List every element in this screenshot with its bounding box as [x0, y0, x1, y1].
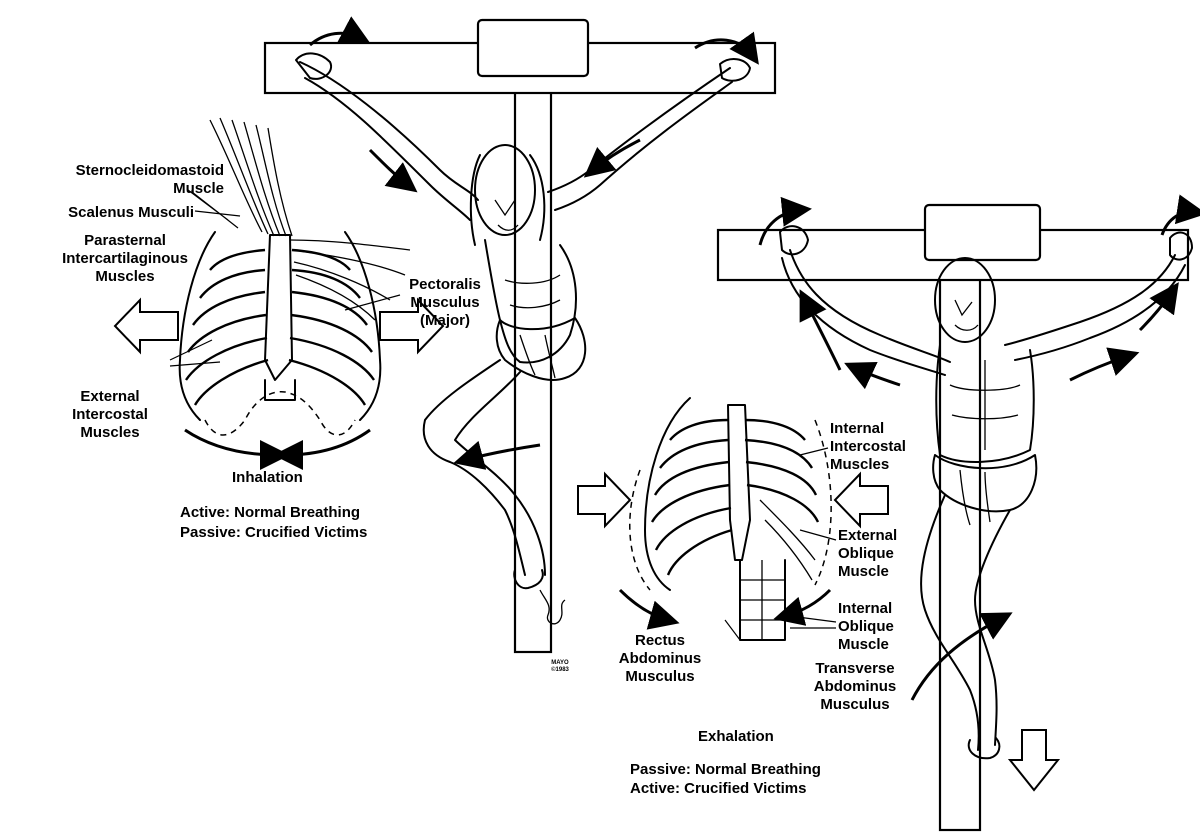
compress-left-arrow [577, 471, 632, 529]
down-arrow [1007, 729, 1061, 792]
center-figure [295, 16, 759, 625]
label-sternocleidomastoid-text: Sternocleidomastoid Muscle [75, 162, 224, 197]
label-internal-oblique: Internal Oblique Muscle [838, 600, 938, 654]
exhalation-line-2: Active: Crucified Victims [630, 780, 807, 797]
label-internal-intercostal-text: Internal Intercostal Muscles [830, 420, 906, 473]
label-scalenus-text: Scalenus Musculi [68, 204, 194, 221]
label-internal-oblique-text: Internal Oblique Muscle [838, 600, 894, 653]
expand-left-arrow [113, 297, 179, 355]
center-cross [263, 18, 777, 654]
label-pectoralis-text: Pectoralis Musculus (Major) [409, 276, 481, 329]
label-transverse: Transverse Abdominus Musculus [800, 660, 910, 714]
label-external-intercostal-text: External Intercostal Muscles [72, 388, 148, 441]
label-parasternal: Parasternal Intercartilaginous Muscles [50, 232, 200, 286]
label-external-intercostal: External Intercostal Muscles [55, 388, 165, 442]
label-external-oblique-text: External Oblique Muscle [838, 527, 898, 580]
label-rectus-text: Rectus Abdominus Musculus [618, 632, 702, 685]
exhalation-line-1: Passive: Normal Breathing [630, 761, 821, 778]
label-sternocleidomastoid: Sternocleidomastoid Muscle [14, 162, 224, 198]
label-transverse-text: Transverse Abdominus Musculus [813, 660, 897, 713]
artist-signature: MAYO ©1983 [545, 660, 575, 674]
label-rectus: Rectus Abdominus Musculus [605, 632, 715, 686]
label-external-oblique: External Oblique Muscle [838, 527, 938, 581]
label-pectoralis: Pectoralis Musculus (Major) [400, 276, 490, 330]
exhalation-ribcage [618, 397, 832, 641]
label-scalenus: Scalenus Musculi [14, 204, 194, 222]
exhalation-title: Exhalation [698, 728, 774, 745]
signature-year: ©1983 [551, 667, 569, 673]
signature-name: MAYO [551, 660, 569, 666]
label-internal-intercostal: Internal Intercostal Muscles [830, 420, 940, 474]
expand-right-arrow [379, 297, 445, 355]
right-figure [758, 194, 1200, 760]
right-cross [716, 203, 1190, 832]
compress-right-arrow [833, 471, 889, 529]
inhalation-title: Inhalation [232, 469, 303, 486]
inhalation-line-1: Active: Normal Breathing [180, 504, 361, 521]
inhalation-ribcage [178, 117, 411, 470]
inhalation-line-2: Passive: Crucified Victims [180, 524, 368, 541]
label-parasternal-text: Parasternal Intercartilaginous Muscles [62, 232, 188, 285]
